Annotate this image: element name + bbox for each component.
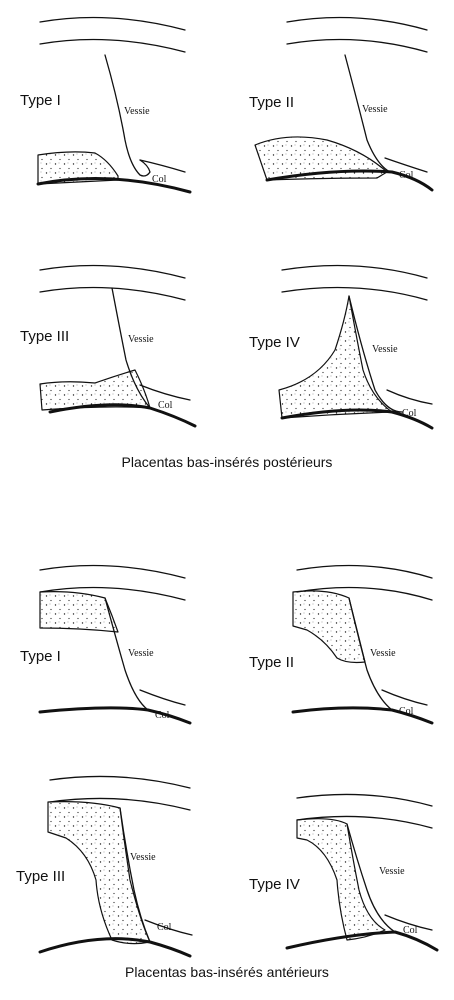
panel-drawing (291, 564, 434, 725)
type-label: Type I (20, 648, 61, 665)
bladder-top-inner-line (296, 586, 433, 601)
bladder-base-line (384, 914, 433, 931)
bladder-top-outer-line (39, 564, 186, 579)
bladder-top-outer-line (286, 16, 428, 31)
placenta-shape (292, 590, 366, 664)
caption-posterior: Placentas bas-insérés postérieurs (121, 454, 333, 470)
type-label: Type IV (249, 876, 300, 893)
panel-drawing (278, 264, 434, 430)
type-label: Type IV (249, 334, 300, 351)
uterine-wall-line (38, 706, 192, 725)
bladder-top-outer-line (296, 793, 433, 807)
bladder-wall-line (119, 807, 151, 943)
bladder-wall-line (104, 597, 149, 711)
bladder-top-inner-line (39, 586, 186, 601)
bladder-top-inner-line (49, 797, 191, 811)
uterine-wall-line (265, 169, 434, 192)
bladder-base-line (139, 689, 186, 706)
bladder-top-outer-line (49, 775, 191, 789)
vessie-label: Vessie (379, 866, 405, 877)
panel-posterior-type-2: Type II Vessie Col (227, 0, 454, 230)
panel-drawing (39, 264, 197, 428)
panel-anterior-type-1: Type I Vessie Col (0, 540, 227, 770)
panel-posterior-type-4: Type IV Vessie Col (227, 240, 454, 470)
bladder-wall-line (104, 54, 151, 177)
panel-anterior-type-3: Type III Vessie Col (0, 770, 227, 1000)
caption-anterior: Placentas bas-insérés antérieurs (125, 964, 329, 980)
vessie-label: Vessie (370, 648, 396, 659)
bladder-wall-line (348, 597, 393, 711)
vessie-label: Vessie (128, 648, 154, 659)
col-label: Col (402, 408, 417, 419)
type-label: Type III (20, 328, 70, 345)
bladder-top-inner-line (281, 286, 428, 301)
bladder-base-line (381, 689, 428, 706)
bladder-base-line (139, 384, 191, 401)
vessie-label: Vessie (124, 106, 150, 117)
bladder-top-outer-line (296, 564, 433, 579)
bladder-top-outer-line (39, 264, 186, 279)
vessie-label: Vessie (362, 104, 388, 115)
panel-posterior-type-3: Type III Vessie Col (0, 240, 227, 470)
placenta-shape (254, 136, 388, 181)
bladder-base-line (386, 389, 433, 405)
panel-anterior-type-2: Type II Vessie Col (227, 540, 454, 770)
col-label: Col (399, 170, 414, 181)
bladder-wall-line (348, 295, 403, 413)
vessie-label: Vessie (130, 852, 156, 863)
col-label: Col (403, 925, 418, 936)
uterine-wall-line (280, 408, 434, 430)
placenta-shape (37, 151, 119, 185)
placenta-shape (278, 295, 393, 419)
bladder-top-outer-line (281, 264, 428, 279)
uterine-wall-line (285, 930, 439, 952)
bladder-top-inner-line (39, 38, 186, 53)
bladder-wall-line (346, 823, 396, 933)
placenta-shape (296, 818, 386, 941)
bladder-top-outer-line (39, 16, 186, 31)
bladder-base-line (144, 919, 193, 936)
bladder-top-inner-line (296, 815, 433, 829)
vessie-label: Vessie (372, 344, 398, 355)
panel-drawing (254, 16, 434, 192)
placenta-shape (39, 591, 119, 633)
bladder-base-line (139, 159, 186, 173)
bladder-wall-line (111, 287, 151, 409)
uterine-wall-line (36, 177, 192, 194)
panel-anterior-type-4: Type IV Vessie Col (227, 770, 454, 1000)
col-label: Col (155, 710, 170, 721)
panel-drawing (285, 793, 439, 952)
col-label: Col (158, 400, 173, 411)
bladder-top-inner-line (286, 38, 428, 53)
uterine-wall-line (48, 403, 197, 428)
col-label: Col (152, 174, 167, 185)
uterine-wall-line (38, 937, 192, 958)
placenta-shape (39, 369, 151, 411)
panel-drawing (38, 564, 192, 725)
panel-posterior-type-1: Type I Vessie Col (0, 0, 227, 230)
bladder-top-inner-line (39, 286, 186, 301)
bladder-wall-line (344, 54, 391, 173)
panel-drawing (38, 775, 193, 958)
panel-drawing (36, 16, 192, 194)
vessie-label: Vessie (128, 334, 154, 345)
type-label: Type II (249, 654, 295, 671)
col-label: Col (399, 706, 414, 717)
col-label: Col (157, 922, 172, 933)
bladder-base-line (384, 157, 428, 173)
type-label: Type I (20, 92, 61, 109)
type-label: Type III (16, 868, 66, 885)
uterine-wall-line (291, 706, 434, 725)
type-label: Type II (249, 94, 295, 111)
